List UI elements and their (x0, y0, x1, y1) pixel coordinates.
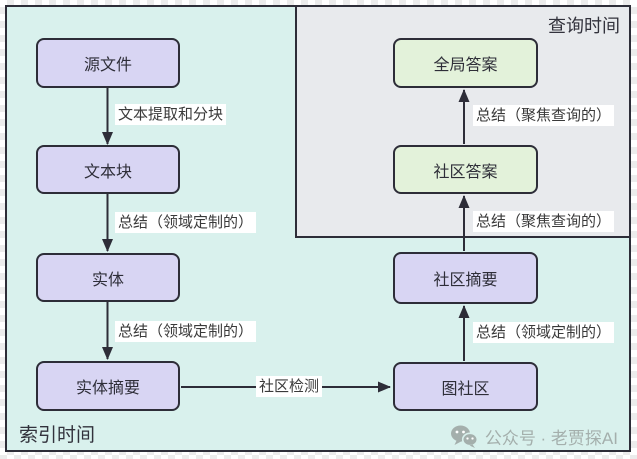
edge-label-community-detection: 社区检测 (256, 376, 323, 397)
node-text-chunks: 文本块 (36, 145, 180, 194)
node-community-summaries: 社区摘要 (393, 252, 538, 304)
node-entity-summaries: 实体摘要 (36, 361, 180, 411)
edge-label-summarize-domain-1: 总结（领域定制的） (115, 212, 257, 233)
watermark: 公众号 · 老贾探AI (450, 424, 618, 449)
node-community-answers: 社区答案 (393, 145, 538, 194)
node-entities: 实体 (36, 253, 180, 302)
watermark-text: 公众号 · 老贾探AI (484, 429, 618, 448)
edge-label-summarize-queryfocus-1: 总结（聚焦查询的） (473, 211, 615, 232)
edge-label-summarize-domain-2: 总结（领域定制的） (115, 321, 257, 342)
index-time-label: 索引时间 (19, 425, 96, 446)
edge-label-summarize-queryfocus-2: 总结（聚焦查询的） (473, 105, 615, 126)
node-source-files: 源文件 (36, 38, 180, 88)
query-time-label: 查询时间 (548, 16, 620, 36)
wechat-icon (450, 425, 478, 448)
node-global-answer: 全局答案 (393, 38, 538, 88)
edge-label-text-extract-chunk: 文本提取和分块 (115, 104, 227, 125)
node-graph-communities: 图社区 (393, 362, 538, 411)
edge-label-summarize-domain-3: 总结（领域定制的） (473, 322, 615, 343)
